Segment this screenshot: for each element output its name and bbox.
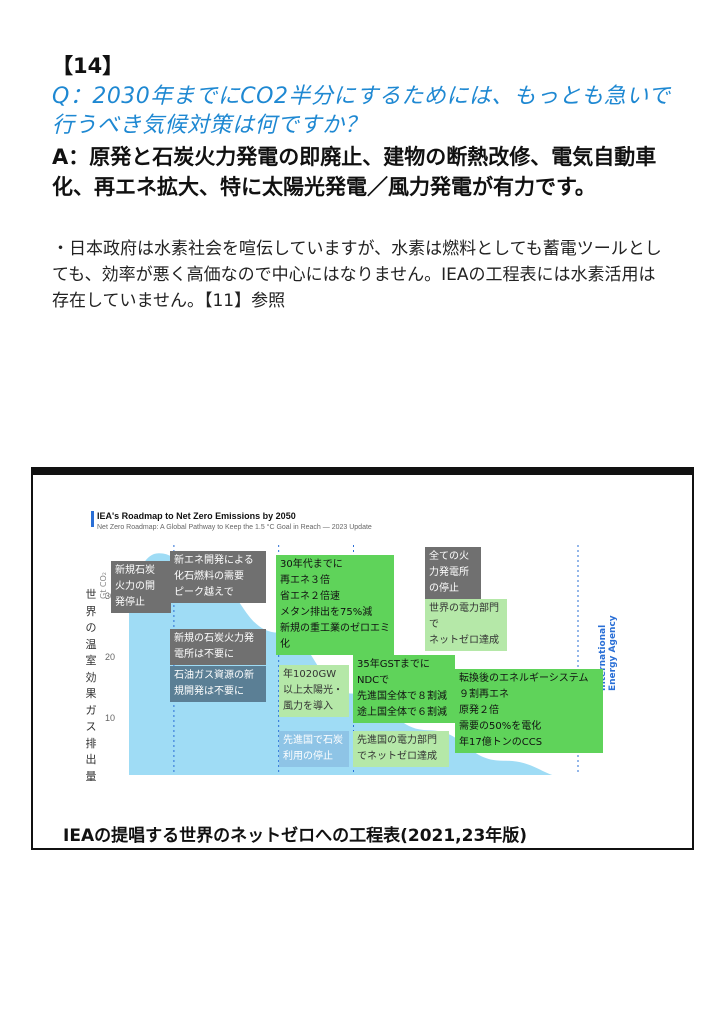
annotation-coal-new-stop: 新規石炭 火力の開 発停止 — [111, 561, 171, 613]
y-tick-label: 30 — [105, 591, 115, 601]
title-accent-bar — [91, 511, 94, 527]
annotation-2035-ndc: 35年GSTまでに NDCで 先進国全体で８割減 途上国全体で６割減 — [353, 655, 455, 723]
annotation-demand-peak: 新エネ開発による 化石燃料の需要 ピーク越えで — [170, 551, 266, 603]
annotation-2030s-targets: 30年代までに 再エネ３倍 省エネ２倍速 メタン排出を75%減 新規の重工業のゼ… — [276, 555, 394, 655]
y-axis-label: 世界の温室効果ガス排出量 — [85, 588, 97, 783]
figure-top-bar — [33, 469, 692, 475]
question-text: Q：2030年までにCO2半分にするためには、もっとも急いで行うべき気候対策は何… — [52, 84, 671, 138]
y-unit-label: Gt CO₂ — [99, 572, 108, 599]
annotation-no-new-oil-gas: 石油ガス資源の新 規開発は不要に — [170, 666, 266, 702]
annotation-coal-stop-advanced: 先進国で石炭 利用の停止 — [279, 731, 349, 767]
emissions-area — [129, 553, 553, 775]
annotation-solar-wind: 年1020GW 以上太陽光・ 風力を導入 — [279, 665, 349, 717]
note-paragraph: ・日本政府は水素社会を喧伝していますが、水素は燃料としても蓄電ツールとしても、効… — [52, 239, 662, 311]
annotation-no-new-coal: 新規の石炭火力発 電所は不要に — [170, 629, 266, 665]
chart-title: IEA's Roadmap to Net Zero Emissions by 2… — [97, 511, 296, 521]
y-tick-label: 10 — [105, 713, 115, 723]
section-number: 【14】 — [52, 54, 124, 78]
page-text: 【14】 Q：2030年までにCO2半分にするためには、もっとも急いで行うべき気… — [52, 52, 672, 314]
answer-text: A：原発と石炭火力発電の即廃止、建物の断熱改修、電気自動車化、再エネ拡大、特に太… — [52, 145, 657, 199]
figure-caption: IEAの提唱する世界のネットゼロへの工程表(2021,23年版) — [63, 826, 528, 846]
roadmap-figure: IEA's Roadmap to Net Zero Emissions by 2… — [31, 467, 694, 850]
annotation-world-power-netzero: 世界の電力部門で ネットゼロ達成 — [425, 599, 507, 651]
y-tick-label: 20 — [105, 652, 115, 662]
annotation-advanced-power-netzero: 先進国の電力部門 でネットゼロ達成 — [353, 731, 449, 767]
annotation-future-energy-system: 転換後のエネルギーシステム ９割再エネ 原発２倍 需要の50%を電化 年17億ト… — [455, 669, 603, 753]
annotation-all-thermal-stop: 全ての火 力発電所 の停止 — [425, 547, 481, 599]
chart-subtitle: Net Zero Roadmap: A Global Pathway to Ke… — [97, 523, 372, 531]
